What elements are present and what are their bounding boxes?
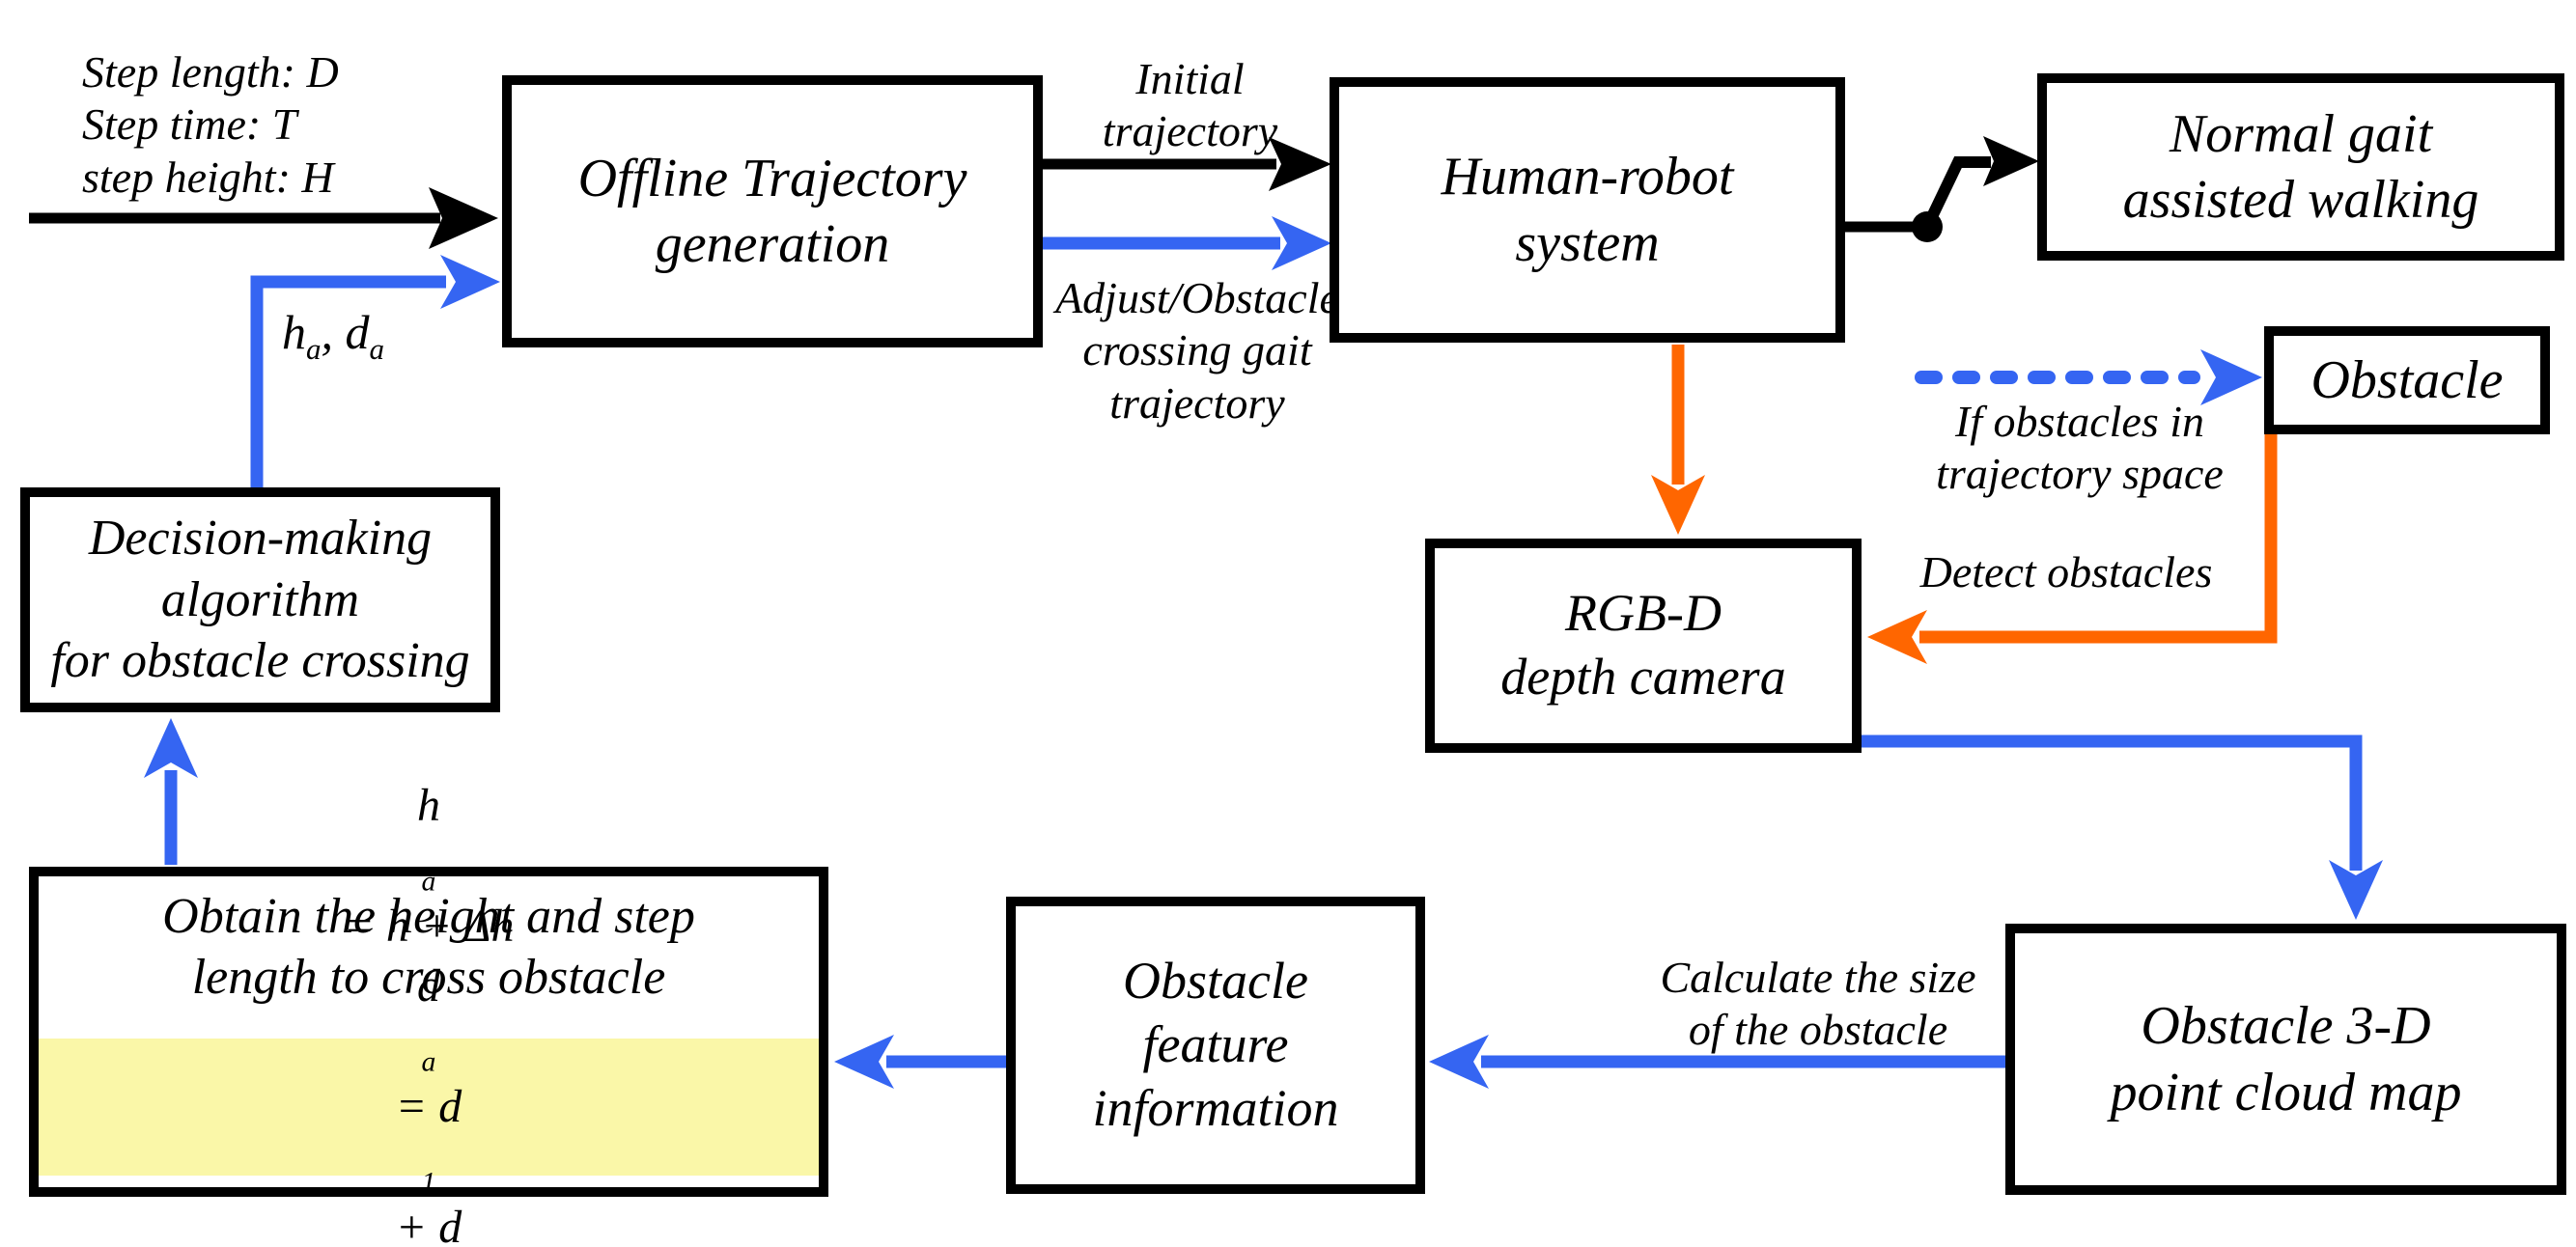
label-adjust-obstacle-gait: Adjust/Obstacle crossing gait trajectory (1055, 273, 1339, 428)
node-label-line: Obstacle (1123, 952, 1308, 1011)
obtain-to-decision-head (144, 718, 198, 778)
node-label-line: point cloud map (2110, 1062, 2462, 1122)
node-label-line: RGB-D (1565, 584, 1722, 643)
node-label-line: Obstacle (2310, 349, 2504, 410)
ha-da-arrow-head (440, 255, 500, 309)
node-label-line: for obstacle crossing (50, 633, 470, 689)
node-rgbd-depth-camera: RGB-D depth camera (1425, 539, 1862, 753)
node-normal-gait-assisted-walking: Normal gait assisted walking (2037, 73, 2564, 261)
node-obstacle-3d-point-cloud-map: Obstacle 3-D point cloud map (2005, 924, 2566, 1195)
switch-arrow-head (1983, 136, 2039, 186)
node-label-line: assisted walking (2122, 170, 2479, 230)
node-obstacle-feature-information: Obstacle feature information (1006, 897, 1425, 1194)
node-label-line: length to cross obstacle (191, 950, 666, 1006)
if-obstacles-arrow-head (2200, 349, 2262, 405)
node-obtain-height-step-length: Obtain the height and step length to cro… (29, 780, 828, 1247)
label-if-obstacles: If obstacles in trajectory space (1936, 397, 2224, 499)
ha-da-elbow-line (250, 275, 446, 489)
node-label-line: system (1515, 212, 1660, 273)
formula-da: da = d1 + do + d2 (395, 960, 462, 1247)
label-ha-da: ha, da (282, 305, 384, 366)
node-offline-trajectory-generation: Offline Trajectory generation (502, 75, 1043, 347)
node-human-robot-system: Human-robot system (1330, 77, 1845, 343)
node-label-line: feature (1142, 1015, 1289, 1074)
hr-to-rgbd-head (1651, 475, 1705, 535)
input-arrow-head (429, 187, 498, 249)
label-calculate-size: Calculate the size of the obstacle (1660, 953, 1976, 1055)
switch-lever-line (1921, 156, 1991, 230)
node-label-line: depth camera (1500, 648, 1786, 706)
node-obstacle: Obstacle (2264, 326, 2550, 434)
adjust-gait-arrow-head (1272, 216, 1331, 270)
node-label-line: information (1092, 1078, 1339, 1137)
node-label-line: Obstacle 3-D (2141, 996, 2431, 1057)
node-decision-making-algorithm: Decision-making algorithm for obstacle c… (20, 487, 500, 712)
node-label-line: Normal gait (2169, 103, 2433, 164)
rgbd-to-cloud-line (1862, 734, 2363, 871)
label-detect-obstacles: Detect obstacles (1919, 547, 2213, 596)
obstacle-to-rgbd-head (1867, 610, 1927, 664)
rgbd-to-cloud-head (2329, 860, 2383, 920)
label-initial-trajectory: Initial trajectory (1102, 54, 1278, 156)
node-label-line: Human-robot (1441, 147, 1734, 208)
node-label-line: Decision-making algorithm (88, 511, 433, 627)
formula-highlight-band: ha = h + Δh da = d1 + do + d2 (39, 780, 819, 1247)
cloud-to-feature-head (1429, 1035, 1489, 1089)
node-label-line: Offline Trajectory (577, 148, 967, 208)
feature-to-obtain-head (834, 1035, 894, 1089)
initial-trajectory-arrow-head (1269, 137, 1331, 191)
node-label-line: Obtain the height and step (162, 889, 695, 944)
node-label-line: generation (655, 214, 890, 274)
obstacle-to-rgbd-line (1919, 434, 2278, 644)
label-step-parameters: Step length: D Step time: T step height:… (82, 47, 339, 202)
